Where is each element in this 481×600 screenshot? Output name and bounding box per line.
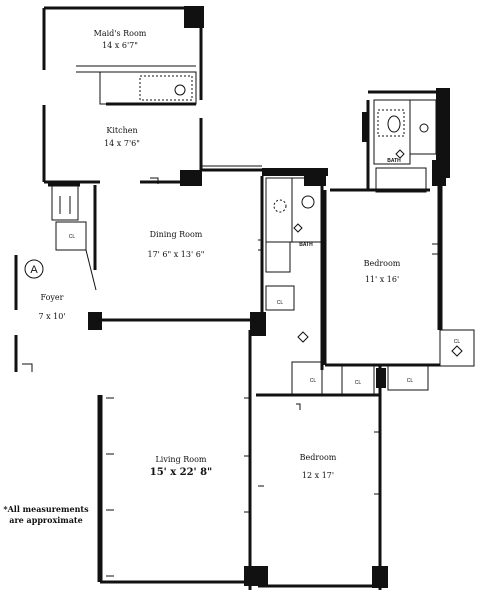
foyer-dims: 7 x 10' bbox=[38, 312, 65, 321]
closet-a-label: CL bbox=[310, 378, 317, 384]
upper-bath-walls bbox=[362, 88, 450, 193]
living-room-dims: 15' x 22' 8" bbox=[150, 467, 213, 478]
measurement-note-line1: *All measurements bbox=[3, 504, 89, 514]
entry-marker-label: A bbox=[30, 264, 38, 276]
closet-hall-label: CL bbox=[277, 300, 284, 306]
maids-room-walls bbox=[42, 6, 204, 182]
closet-c-label: CL bbox=[407, 378, 414, 384]
dining-room-dims: 17' 6" x 13' 6" bbox=[148, 250, 205, 259]
bath-middle-label: BATH bbox=[299, 242, 313, 248]
maids-room-name: Maid's Room bbox=[94, 29, 147, 38]
bedroom-right-name: Bedroom bbox=[364, 259, 401, 268]
bedroom-lower-dims: 12 x 17' bbox=[302, 471, 334, 480]
closet-right-label: CL bbox=[454, 339, 461, 345]
closet-b-label: CL bbox=[355, 380, 362, 386]
light-fixtures bbox=[293, 149, 463, 357]
entry-marker: A bbox=[24, 259, 44, 279]
living-room-name: Living Room bbox=[155, 455, 206, 464]
foyer-walls bbox=[14, 255, 33, 372]
dining-room-name: Dining Room bbox=[150, 230, 203, 239]
bath-upper-label: BATH bbox=[387, 158, 401, 164]
living-room-walls bbox=[97, 330, 268, 590]
bedroom-right-dims: 11' x 16' bbox=[365, 275, 399, 284]
bedroom-lower-walls bbox=[256, 361, 429, 590]
maids-room-dims: 14 x 6'7" bbox=[102, 41, 138, 50]
middle-bath-walls bbox=[260, 168, 328, 370]
bedroom-right-walls bbox=[323, 160, 475, 367]
closet-foyer-label: CL bbox=[69, 234, 76, 240]
measurement-note-line2: are approximate bbox=[9, 515, 82, 525]
kitchen-name: Kitchen bbox=[106, 126, 137, 135]
kitchen-dims: 14 x 7'6" bbox=[104, 139, 140, 148]
kitchen-walls bbox=[44, 165, 262, 186]
bedroom-lower-name: Bedroom bbox=[300, 453, 337, 462]
dining-room-walls bbox=[48, 177, 266, 336]
foyer-name: Foyer bbox=[40, 293, 63, 302]
